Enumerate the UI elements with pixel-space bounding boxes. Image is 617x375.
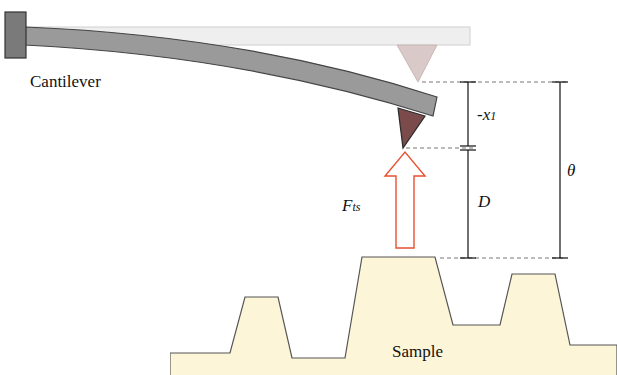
- deflected-cantilever: [25, 27, 437, 116]
- dimension-symbol: θ: [567, 161, 575, 180]
- dimension-label: -x1: [477, 106, 496, 123]
- dimension-symbol: D: [478, 192, 490, 211]
- probe-tip: [398, 108, 425, 148]
- force-label: Fts: [342, 197, 360, 214]
- sample-surface: Sample: [170, 255, 617, 375]
- force-subscript: ts: [352, 200, 360, 214]
- part-label: Cantilever: [30, 72, 101, 91]
- node-label: Sample: [392, 342, 443, 362]
- force-symbol: F: [342, 196, 352, 215]
- dimension-subscript: 1: [490, 109, 496, 123]
- force-arrow: [385, 152, 425, 248]
- dimension-lines: [460, 82, 568, 258]
- reference-lines: [406, 82, 566, 258]
- dimension-label: D: [478, 193, 490, 210]
- clamp-block: [5, 12, 26, 58]
- dimension-label: θ: [567, 162, 575, 179]
- rest-tip: [397, 45, 437, 82]
- part-label: Cantilever: [30, 73, 101, 90]
- dimension-symbol: -x: [477, 105, 490, 124]
